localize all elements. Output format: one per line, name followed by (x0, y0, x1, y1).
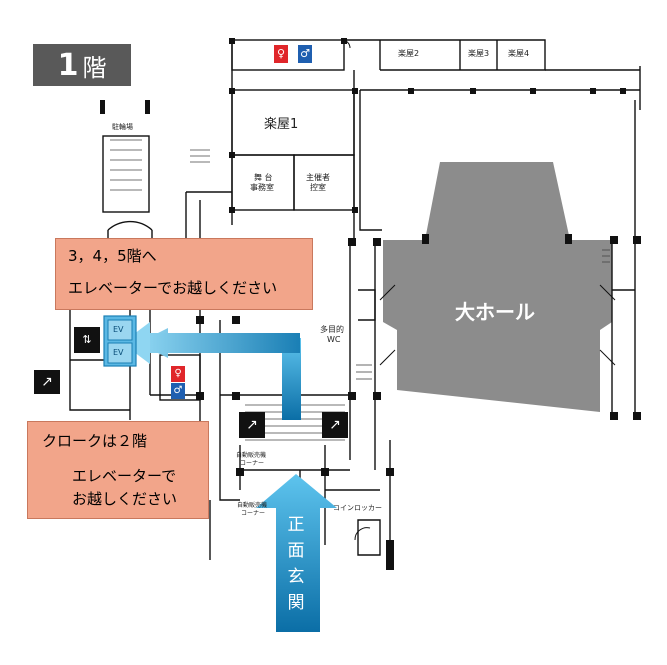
cloak-line3: お越しください (72, 490, 178, 508)
room-stage-office-line2: 事務室 (250, 183, 274, 192)
main-hall-label: 大ホール (455, 300, 535, 324)
restroom-icon: ♀ (274, 45, 288, 63)
room-stage-office-line1: 舞 台 (254, 173, 273, 182)
room-organizer-line2: 控室 (310, 183, 326, 192)
entrance-char: 玄 (287, 567, 305, 587)
entrance-char: 面 (287, 541, 305, 561)
main-hall-area (383, 162, 612, 412)
room-bicycle-parking: 駐輪場 (112, 123, 133, 131)
room-vending-1-line1: 自動販売機 (236, 452, 267, 459)
room-multipurpose-wc-line2: WC (327, 335, 341, 344)
room-gakuya1: 楽屋1 (264, 117, 299, 132)
route-arrow (122, 322, 301, 420)
restroom-icon: ♀ (171, 366, 185, 382)
upper-floors-line2: エレベーターでお越しください (68, 279, 278, 297)
room-gakuya4: 楽屋4 (508, 49, 530, 58)
elevator-icon: ⇅ (74, 327, 100, 353)
room-vending-2-line2: コーナー (241, 510, 266, 517)
floor-number: 1 (57, 47, 79, 83)
upper-floors-callout: 3，4，5階へ エレベーターでお越しください (55, 238, 313, 310)
main-entrance-label: 正 面 玄 関 (285, 512, 307, 616)
room-coin-locker: コインロッカー (333, 504, 382, 512)
room-gakuya2: 楽屋2 (398, 49, 420, 58)
room-vending-2-line1: 自動販売機 (237, 502, 268, 509)
walls (69, 39, 641, 570)
room-vending-1-line2: コーナー (240, 460, 265, 467)
elevator-label-2: EV (113, 348, 124, 357)
room-multipurpose-wc-line1: 多目的 (320, 325, 344, 334)
elevator-label-1: EV (113, 325, 124, 334)
entrance-char: 関 (287, 593, 305, 613)
stairs-icon: ↗ (34, 370, 60, 394)
pillars (100, 38, 641, 570)
door-arcs (341, 39, 616, 541)
floor-badge: 1 階 (33, 44, 131, 86)
room-gakuya3: 楽屋3 (468, 49, 490, 58)
entrance-char: 正 (287, 515, 305, 535)
cloak-line1: クロークは２階 (42, 432, 148, 450)
stairs-icon: ↗ (239, 412, 265, 438)
elevators (103, 315, 137, 367)
floor-suffix: 階 (82, 53, 107, 82)
entrance-arrow (256, 474, 337, 632)
cloak-line2: エレベーターで (72, 467, 177, 485)
upper-floors-line1: 3，4，5階へ (68, 247, 157, 265)
restroom-icon: ♂ (298, 45, 312, 63)
cloak-callout: クロークは２階 エレベーターで お越しください (27, 421, 209, 519)
restroom-icon: ♂ (171, 383, 185, 399)
room-organizer-line1: 主催者 (306, 173, 330, 182)
stairs-icon: ↗ (322, 412, 348, 438)
